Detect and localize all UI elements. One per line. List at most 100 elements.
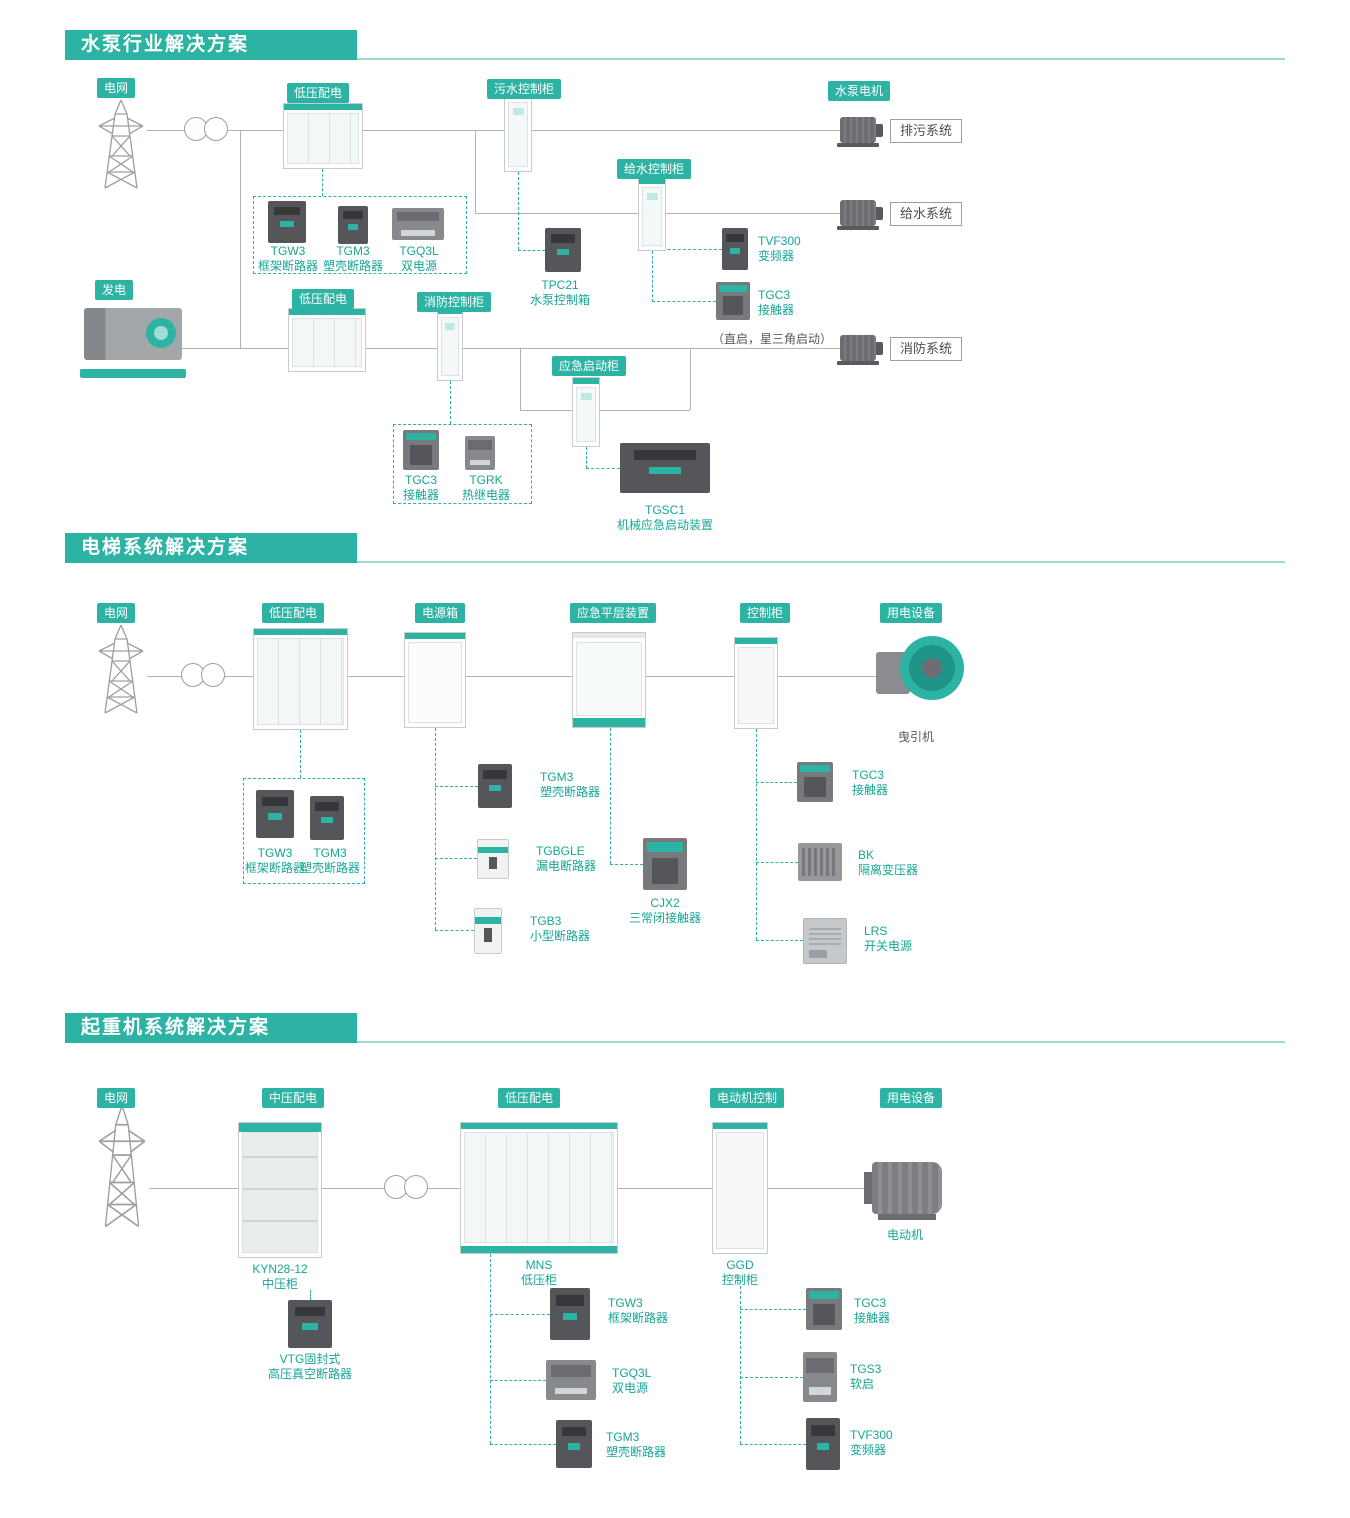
product-desc: 双电源 (612, 1381, 649, 1395)
tgq3l-ats-icon (546, 1360, 596, 1400)
product-label-tgc3: TGC3 接触器 (852, 768, 888, 798)
product-name: TGM3 (540, 770, 574, 784)
product-desc: 开关电源 (864, 939, 913, 953)
badge-emergency-cabinet: 应急启动柜 (552, 356, 627, 376)
section-title-crane: 起重机系统解决方案 (65, 1013, 357, 1043)
callout-connector (652, 249, 722, 250)
callout-connector (610, 728, 611, 864)
cabinet-desc: 低压柜 (520, 1273, 557, 1287)
product-label-vtg: VTG固封式 高压真空断路器 (240, 1352, 380, 1382)
product-name: BK (858, 848, 875, 862)
product-label-lrs: LRS 开关电源 (864, 924, 912, 954)
product-name: TGM3 (606, 1430, 640, 1444)
badge-mv-distribution: 中压配电 (262, 1088, 325, 1108)
badge-pump-motor: 水泵电机 (828, 81, 891, 101)
badge-sewage-cabinet: 污水控制柜 (487, 79, 562, 99)
product-name: TGM3 (313, 846, 347, 860)
tvf300-vfd-icon (806, 1418, 840, 1470)
generator-alternator (146, 318, 176, 348)
callout-connector (518, 250, 545, 251)
callout-connector (490, 1314, 550, 1315)
badge-lv-distribution: 低压配电 (287, 83, 350, 103)
product-name: CJX2 (650, 896, 680, 910)
badge-load-equipment: 用电设备 (880, 1088, 943, 1108)
cjx2-contactor-icon (643, 838, 687, 890)
callout-connector (756, 940, 803, 941)
callout-connector (322, 169, 323, 196)
badge-grid: 电网 (97, 78, 136, 98)
product-desc: 接触器 (402, 488, 439, 502)
product-name: TGM3 (336, 244, 370, 258)
connector (768, 1188, 872, 1189)
product-label-tgw3: TGW3 框架断路器 (252, 244, 324, 274)
section-rule (357, 561, 1285, 563)
product-desc: 接触器 (758, 303, 795, 317)
pump-motor-icon (837, 200, 883, 230)
product-label-tgbgle: TGBGLE 漏电断路器 (536, 844, 596, 874)
product-desc: 高压真空断路器 (267, 1367, 352, 1381)
power-grid-tower-icon (98, 1105, 146, 1228)
product-name: TGQ3L (399, 244, 439, 258)
product-name: VTG固封式 (279, 1352, 341, 1366)
product-name: TGC3 (404, 473, 437, 487)
control-cabinet-ggd (712, 1122, 768, 1254)
product-desc: 软启 (850, 1377, 875, 1391)
cabinet-desc: 中压柜 (261, 1277, 298, 1291)
product-label-tgm3: TGM3 塑壳断路器 (317, 244, 389, 274)
product-desc: 塑壳断路器 (606, 1445, 667, 1459)
callout-connector (435, 930, 474, 931)
connector (600, 410, 690, 411)
product-label-tgw3: TGW3 框架断路器 (239, 846, 311, 876)
motor-icon (864, 1162, 942, 1220)
tgm3-breaker-icon (556, 1420, 592, 1468)
tgb3-mcb-icon (474, 908, 502, 954)
connector (475, 130, 476, 213)
badge-fire-cabinet: 消防控制柜 (417, 292, 492, 312)
product-desc: 框架断路器 (608, 1311, 669, 1325)
connector (646, 676, 734, 677)
product-desc: 漏电断路器 (536, 859, 597, 873)
callout-connector (435, 858, 477, 859)
connector (366, 348, 840, 349)
product-label-tgb3: TGB3 小型断路器 (530, 914, 590, 944)
sewage-control-cabinet (504, 92, 532, 172)
motor-label: 电动机 (870, 1228, 940, 1243)
connector (618, 1188, 712, 1189)
product-desc: 塑壳断路器 (322, 259, 383, 273)
water-supply-control-cabinet (638, 177, 666, 251)
emergency-leveling-device (572, 632, 646, 728)
pump-motor-icon (837, 117, 883, 147)
product-desc: 变频器 (850, 1443, 887, 1457)
product-label-tgq3l: TGQ3L 双电源 (383, 244, 455, 274)
tgw3-breaker-icon (268, 201, 306, 243)
product-label-tgc3: TGC3 接触器 (854, 1296, 890, 1326)
product-desc: 塑壳断路器 (299, 861, 360, 875)
lv-cabinet-mns (460, 1122, 618, 1254)
tgm3-breaker-icon (478, 764, 512, 808)
product-label-tgw3: TGW3 框架断路器 (608, 1296, 668, 1326)
product-desc: 框架断路器 (257, 259, 318, 273)
tgs3-soft-starter-icon (803, 1352, 837, 1402)
transformer-icon (184, 117, 228, 143)
tgw3-breaker-icon (256, 790, 294, 838)
tgc3-contactor-icon (797, 762, 833, 802)
badge-generator: 发电 (95, 280, 134, 300)
traction-machine-icon (876, 636, 964, 714)
cabinet-name: MNS (525, 1258, 553, 1272)
product-name: TGC3 (758, 288, 791, 302)
callout-connector (450, 381, 451, 424)
tgc3-contactor-icon (403, 430, 439, 470)
badge-power-box: 电源箱 (415, 603, 466, 623)
product-label-tgm3: TGM3 塑壳断路器 (606, 1430, 666, 1460)
product-desc: 隔离变压器 (858, 863, 919, 877)
product-label-tvf300: TVF300 变频器 (758, 234, 801, 264)
callout-connector (756, 729, 757, 940)
product-name: TGS3 (850, 1362, 882, 1376)
callout-connector (756, 862, 798, 863)
badge-leveling-device: 应急平层装置 (570, 603, 657, 623)
connector (466, 676, 572, 677)
badge-load-equipment: 用电设备 (880, 603, 943, 623)
product-name: LRS (864, 924, 888, 938)
product-group-box (393, 424, 532, 504)
